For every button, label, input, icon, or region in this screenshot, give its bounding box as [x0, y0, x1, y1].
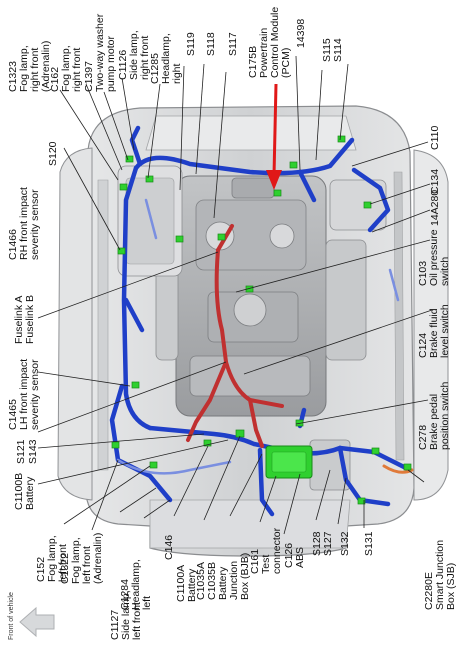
- front-of-vehicle-label: Front of vehicle: [8, 592, 15, 640]
- label-c124: C124 Brake fluid level switch: [417, 304, 451, 358]
- label-s131: S131: [363, 531, 375, 556]
- label-c161: C161 Test connector: [249, 527, 283, 574]
- label-c1322: C1322 Fog lamp, left front (Adrenalin): [59, 532, 104, 584]
- battery-junction-box-cover: [271, 451, 307, 473]
- label-c1126: C1126 Side lamp, right front: [117, 30, 151, 80]
- label-c1465: C1465 LH front impact severity sensor: [7, 358, 41, 430]
- label-c1035: C1035A C1035B Battery Junction Box (BJB): [195, 552, 251, 600]
- engine-block: [117, 165, 387, 491]
- label-s121: S121: [15, 439, 27, 464]
- label-s120: S120: [47, 141, 59, 166]
- label-14398: 14398: [295, 18, 307, 48]
- label-fuselink: Fuselink A Fuselink B: [13, 294, 36, 344]
- label-s115-s114: S115 S114: [321, 38, 344, 62]
- connector-markers: [111, 135, 412, 505]
- pcm-pointer-arrow: [266, 83, 282, 190]
- label-c126: C126 ABS: [283, 542, 306, 568]
- label-s143: S143: [27, 439, 39, 464]
- label-14a280: 14A280: [429, 189, 441, 226]
- label-c110: C110: [429, 125, 441, 150]
- label-s114: S114: [332, 38, 344, 62]
- label-c162: C162 Fog lamp, right front: [49, 45, 83, 92]
- orange-brake-wire: [382, 464, 414, 474]
- label-c1397: C1397 Two-way washer pump motor: [83, 13, 117, 92]
- label-c1466: C1466 RH front impact severity sensor: [7, 187, 41, 260]
- label-c278: C278 Brake pedal position switch: [417, 381, 451, 450]
- label-c146: C146: [163, 534, 175, 560]
- label-s128: S128 S127: [311, 531, 334, 556]
- label-c1285: C1285 Headlamp, right: [149, 33, 183, 84]
- label-s132: S132: [339, 531, 351, 556]
- label-c1100b: C1100B Battery: [13, 472, 36, 510]
- leader-lines: [37, 55, 433, 535]
- label-s119: S119: [185, 32, 197, 56]
- label-c103: C103 Oil pressure switch: [417, 229, 451, 286]
- left-arrow-icon: [19, 606, 55, 638]
- label-c1284: C1284 Headlamp, left: [119, 559, 153, 610]
- label-s117: S117: [227, 32, 239, 56]
- label-c175b: C175B Powertrain Control Module (PCM): [247, 6, 292, 78]
- label-s118: S118: [205, 32, 217, 56]
- label-c2280e: C2280E Smart Junction Box (SJB): [423, 539, 457, 610]
- label-c1323: C1323 Fog lamp, right front (Adrenalin): [7, 40, 52, 92]
